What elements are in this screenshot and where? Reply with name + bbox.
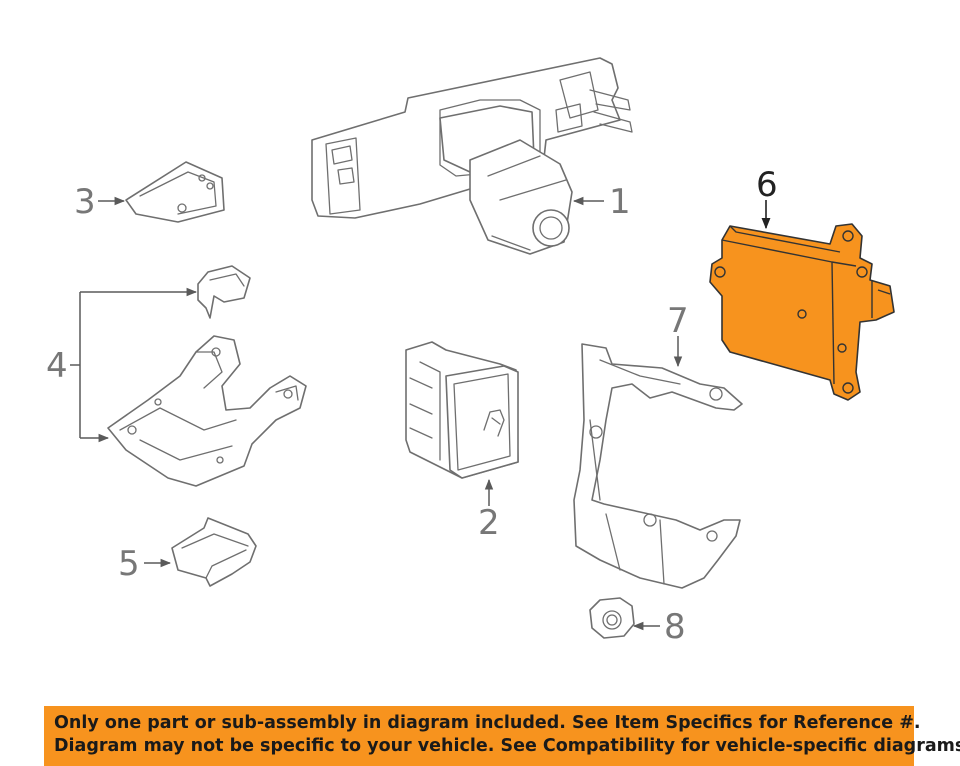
part-6-control-module: 6 — [709, 165, 895, 401]
callout-2: 2 — [478, 503, 500, 543]
disclaimer-line-1: Only one part or sub-assembly in diagram… — [54, 713, 921, 733]
disclaimer-banner: Only one part or sub-assembly in diagram… — [44, 706, 960, 766]
part-3-bracket: 3 — [74, 161, 225, 223]
part-8-nut: 8 — [589, 597, 686, 647]
callout-3: 3 — [74, 182, 96, 222]
callout-8: 8 — [664, 607, 686, 647]
callout-7: 7 — [667, 301, 689, 341]
callout-1: 1 — [609, 182, 631, 222]
part-1-rear-camera: 1 — [311, 57, 633, 255]
callout-6: 6 — [756, 165, 778, 205]
callout-4: 4 — [46, 346, 68, 386]
callout-5: 5 — [118, 544, 140, 584]
part-7-bracket: 7 — [573, 301, 743, 589]
part-4-mount-assembly: 4 — [46, 265, 307, 487]
disclaimer-line-2: Diagram may not be specific to your vehi… — [54, 736, 960, 756]
part-5-plate: 5 — [118, 517, 257, 587]
part-2-switch: 2 — [405, 341, 519, 543]
